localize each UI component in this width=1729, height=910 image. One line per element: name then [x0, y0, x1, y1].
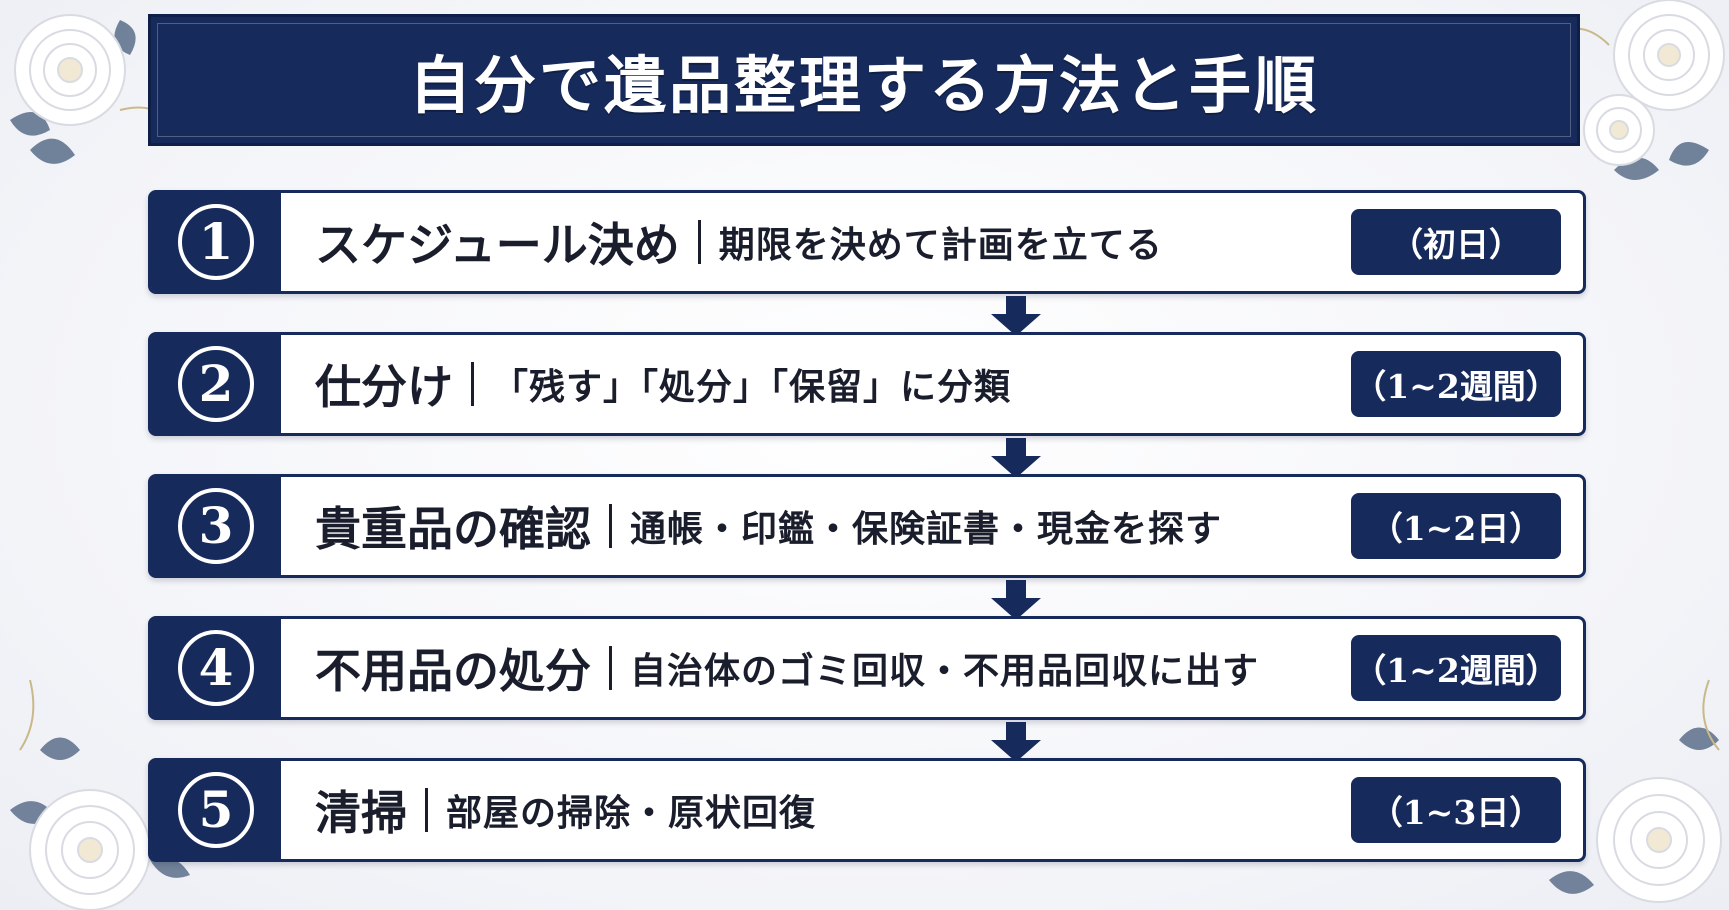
step-main-label: 貴重品の確認 — [315, 502, 591, 556]
step-card-3: 3 貴重品の確認 通帳・印鑑・保険証書・現金を探す （1~2日） — [148, 474, 1586, 578]
step-description: 通帳・印鑑・保険証書・現金を探す — [630, 509, 1223, 550]
step-description: 部屋の掃除・原状回復 — [446, 793, 817, 834]
step-number-box: 5 — [151, 761, 281, 859]
step-number: 1 — [178, 204, 254, 280]
step-number: 3 — [178, 488, 254, 564]
top-right-flower-icon — [1548, 0, 1725, 180]
page-title: 自分で遺品整理する方法と手順 — [408, 49, 1319, 122]
separator — [697, 220, 701, 264]
step-card-5: 5 清掃 部屋の掃除・原状回復 （1~3日） — [148, 758, 1586, 862]
duration-badge: （1~3日） — [1351, 777, 1561, 843]
down-arrow-icon — [991, 722, 1041, 762]
separator — [471, 362, 474, 406]
bottom-right-flower-icon — [1549, 679, 1722, 903]
step-description: 自治体のゴミ回収・不用品回収に出す — [630, 651, 1260, 692]
down-arrow-icon — [991, 296, 1041, 336]
duration-badge: （初日） — [1351, 209, 1561, 275]
step-number: 2 — [178, 346, 254, 422]
duration-badge: （1~2週間） — [1351, 635, 1561, 701]
step-number-box: 4 — [151, 619, 281, 717]
top-left-flower-icon — [10, 14, 176, 164]
separator — [609, 646, 612, 690]
step-description: 期限を決めて計画を立てる — [718, 225, 1163, 266]
step-main-label: スケジュール決め — [315, 218, 680, 272]
down-arrow-icon — [991, 580, 1041, 620]
step-number-box: 2 — [151, 335, 281, 433]
step-number: 5 — [178, 772, 254, 848]
step-main-label: 不用品の処分 — [315, 644, 591, 698]
duration-badge: （1~2日） — [1351, 493, 1561, 559]
title-banner: 自分で遺品整理する方法と手順 — [148, 14, 1580, 146]
step-number: 4 — [178, 630, 254, 706]
step-card-1: 1 スケジュール決め 期限を決めて計画を立てる （初日） — [148, 190, 1586, 294]
down-arrow-icon — [991, 438, 1041, 478]
duration-badge: （1~2週間） — [1351, 351, 1561, 417]
step-number-box: 1 — [151, 193, 281, 291]
step-card-2: 2 仕分け 「残す」「処分」「保留」に分類 （1~2週間） — [148, 332, 1586, 436]
step-description: 「残す」「処分」「保留」に分類 — [492, 367, 1012, 408]
separator — [425, 788, 428, 832]
bottom-left-flower-icon — [10, 679, 190, 910]
separator — [609, 504, 612, 548]
step-card-4: 4 不用品の処分 自治体のゴミ回収・不用品回収に出す （1~2週間） — [148, 616, 1586, 720]
step-main-label: 清掃 — [315, 786, 407, 840]
step-number-box: 3 — [151, 477, 281, 575]
step-main-label: 仕分け — [315, 360, 453, 414]
